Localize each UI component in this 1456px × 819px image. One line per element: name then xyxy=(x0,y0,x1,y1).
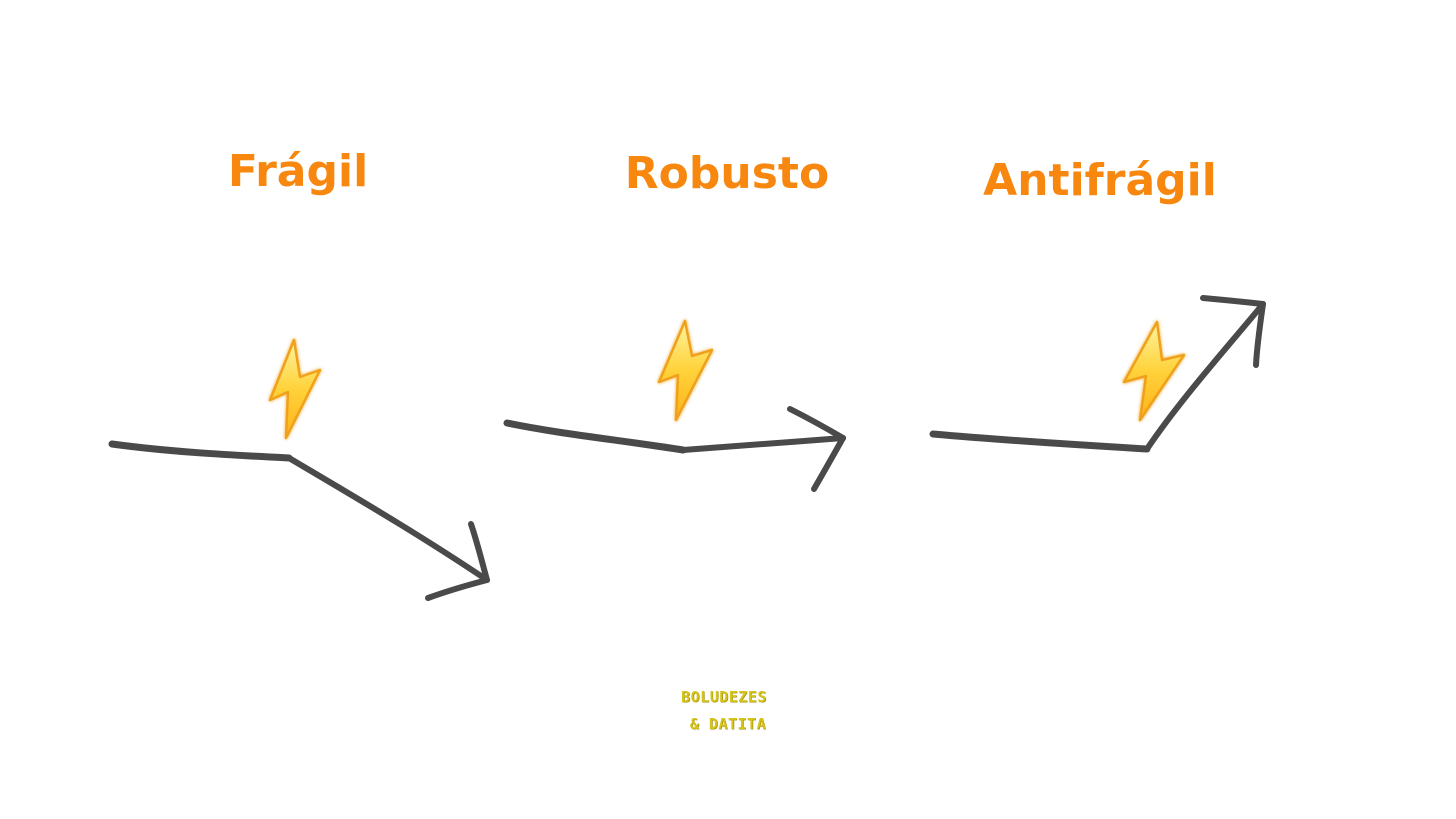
watermark-line-2: & DATITA xyxy=(689,715,767,733)
lightning-bolt-icon xyxy=(268,338,322,440)
title-fragil: Frágil xyxy=(227,146,369,197)
watermark-line-1: BOLUDEZES xyxy=(681,688,767,706)
arrow-icon xyxy=(108,440,490,601)
title-robusto: Robusto xyxy=(624,148,830,199)
title-antifragil: Antifrágil xyxy=(983,155,1217,206)
arrow-icon xyxy=(929,295,1266,453)
watermark: BOLUDEZES & DATITA xyxy=(681,684,767,738)
lightning-bolt-icon xyxy=(1122,320,1186,422)
arrow-icon xyxy=(503,406,846,492)
lightning-bolt-icon xyxy=(657,319,714,422)
